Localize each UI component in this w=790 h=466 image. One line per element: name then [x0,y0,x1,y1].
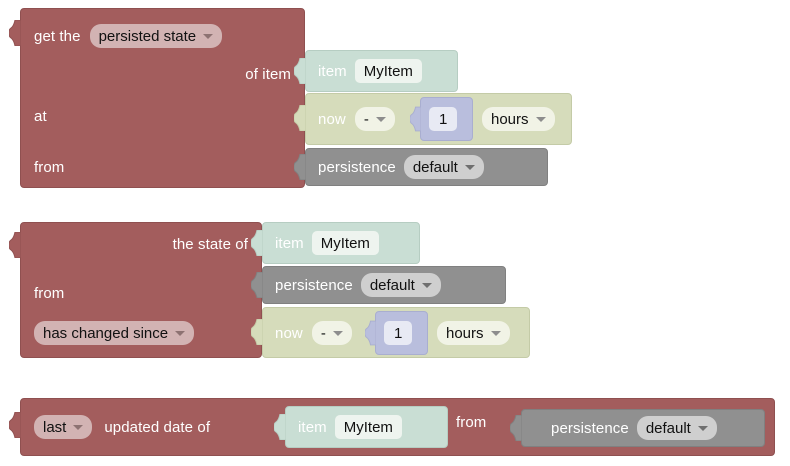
dropdown-has-changed-since[interactable]: has changed since [34,321,195,345]
label-updated-date-of: updated date of [104,418,211,436]
chevron-down-icon [464,164,475,170]
chevron-down-icon [697,425,708,431]
operator-value: - [320,324,326,342]
block-number-1[interactable]: 1 [410,97,473,141]
number-value: 1 [394,324,403,342]
number-input[interactable]: 1 [384,321,413,345]
block-persistence-3[interactable]: persistence default [510,409,765,447]
chevron-down-icon [490,330,501,336]
dropdown-unit[interactable]: hours [437,321,510,345]
block-item-3[interactable]: item MyItem [274,406,448,448]
chevron-down-icon [421,282,432,288]
label-persistence: persistence [551,419,629,437]
chevron-down-icon [332,330,343,336]
persistence-value: default [645,419,691,437]
label-from: from [34,285,65,302]
label-from: from [34,159,65,176]
persistence-value: default [369,276,415,294]
number-value: 1 [439,110,448,128]
row-persistence: persistence default [551,416,717,440]
label-get-the: get the [34,27,81,45]
label-item: item [298,418,327,436]
dropdown-last[interactable]: last [34,415,93,439]
chevron-down-icon [73,424,84,430]
label-item: item [275,234,304,252]
chevron-down-icon [375,116,386,122]
dropdown-operator[interactable]: - [354,107,395,131]
dropdown-persistence-service[interactable]: default [360,273,441,297]
row-now: now - [318,107,395,131]
block-number-2[interactable]: 1 [365,311,428,355]
row-persistence: persistence default [275,273,441,297]
row-get-the: get the persisted state [34,24,223,48]
row-from-3: from [456,415,486,430]
block-datetime-1[interactable]: now - 1 hours [294,93,572,145]
block-datetime-2[interactable]: now - 1 hours [251,307,530,358]
block-item-2[interactable]: item MyItem [251,222,420,264]
number-input[interactable]: 1 [429,107,458,131]
row-persistence: persistence default [318,155,484,179]
chevron-down-icon [203,33,214,39]
row-at: at [34,109,47,124]
label-now: now [318,110,346,128]
label-persistence: persistence [318,158,396,176]
block-get-persisted-state[interactable]: get the persisted state of item at fr [9,8,305,188]
chevron-down-icon [535,116,546,122]
block-persistence-1[interactable]: persistence default [294,148,548,186]
unit-value: hours [446,324,484,342]
label-item: item [318,62,347,80]
row-from: from [34,160,64,175]
operator-value: - [363,110,369,128]
dropdown-value: persisted state [98,27,197,45]
row-item: item MyItem [318,59,422,83]
row-last-updated: last updated date of [34,415,210,439]
item-name-input[interactable]: MyItem [354,59,422,83]
dropdown-value: has changed since [43,324,169,342]
label-at: at [34,108,47,125]
block-persistence-2[interactable]: persistence default [251,266,506,304]
row-item: item MyItem [298,415,402,439]
row-now: now - [275,321,352,345]
block-last-updated-date[interactable]: last updated date of item MyItem [9,398,775,456]
block-state-changed-since[interactable]: the state of from has changed since [9,222,262,358]
block-background [262,222,420,264]
item-name-input[interactable]: MyItem [311,231,379,255]
label-of-item: of item [245,66,291,83]
row-the-state-of: the state of [173,237,248,252]
label-from: from [456,414,487,431]
row-from-2: from [34,286,64,301]
dropdown-unit[interactable]: hours [482,107,555,131]
label-the-state-of: the state of [172,236,248,253]
persistence-value: default [412,158,458,176]
label-persistence: persistence [275,276,353,294]
row-unit: hours [437,321,510,345]
item-name-value: MyItem [320,234,370,252]
chevron-down-icon [175,330,186,336]
row-unit: hours [482,107,555,131]
item-name-input[interactable]: MyItem [334,415,402,439]
dropdown-persistence-service[interactable]: default [403,155,484,179]
item-name-value: MyItem [343,418,393,436]
dropdown-operator[interactable]: - [311,321,352,345]
unit-value: hours [491,110,529,128]
dropdown-value: last [43,418,67,436]
dropdown-persisted-state[interactable]: persisted state [89,24,223,48]
row-of-item: of item [245,67,291,82]
item-name-value: MyItem [363,62,413,80]
block-item-1[interactable]: item MyItem [294,50,458,92]
row-number: 1 [429,107,458,131]
row-item: item MyItem [275,231,379,255]
dropdown-persistence-service[interactable]: default [636,416,717,440]
row-has-changed-since: has changed since [34,321,195,345]
row-number: 1 [384,321,413,345]
label-now: now [275,324,303,342]
